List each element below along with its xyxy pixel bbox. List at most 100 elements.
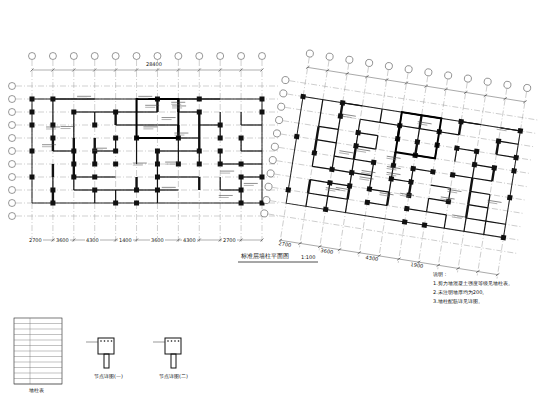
dimension-tick [261, 69, 264, 72]
axis-line [241, 60, 242, 244]
tag-line [42, 144, 56, 145]
wall-column [239, 136, 244, 141]
shear-wall [484, 221, 486, 234]
shear-wall [367, 202, 387, 205]
dimension-tick [198, 239, 201, 242]
dimension-text: 1900 [409, 262, 424, 269]
tag-line [386, 158, 396, 160]
wall-column [511, 168, 517, 174]
axis-bubble [326, 53, 334, 61]
shear-wall [241, 124, 262, 125]
tag-line [400, 195, 410, 197]
axis-bubble [238, 53, 245, 60]
dimension-tick [114, 239, 117, 242]
axis-line [16, 151, 278, 152]
wall-column [218, 136, 223, 141]
shear-wall [466, 205, 468, 218]
tag-line [379, 195, 389, 197]
shear-wall [453, 175, 473, 178]
axis-line [277, 161, 526, 200]
axis-bubble [277, 103, 285, 111]
tag-line [488, 200, 502, 202]
shear-wall [137, 124, 158, 125]
dimension-tick [135, 69, 138, 72]
shear-wall [178, 111, 199, 112]
shear-wall [496, 154, 516, 157]
wall-column [92, 162, 97, 167]
outer-wall [32, 99, 262, 203]
axis-bubble [503, 81, 511, 89]
shear-wall [413, 169, 433, 172]
tag-line [93, 150, 103, 151]
wall-column [402, 219, 408, 225]
wall-column [347, 183, 353, 189]
dimension-tick [444, 88, 447, 91]
axis-bubble [279, 89, 287, 97]
wall-column [507, 195, 513, 201]
shear-wall [334, 156, 354, 159]
shear-wall [178, 150, 199, 151]
shear-wall [199, 124, 220, 125]
axis-bubble [262, 196, 270, 204]
shear-wall [419, 129, 439, 132]
wall-column [218, 123, 223, 128]
axis-bubble [9, 83, 16, 90]
shear-wall [468, 191, 470, 204]
tag-line [145, 105, 159, 106]
tag-line [497, 127, 511, 129]
axis-bubble [9, 96, 16, 103]
shear-wall [457, 148, 477, 151]
axis-line [339, 67, 369, 254]
wall-column [367, 186, 373, 192]
wall-column [71, 162, 76, 167]
wall-column [430, 169, 436, 175]
tag-line [143, 126, 157, 127]
shear-wall [178, 98, 199, 99]
tag-line [356, 151, 366, 153]
shear-wall [53, 150, 74, 151]
wall-column [312, 150, 318, 156]
shear-wall [116, 124, 137, 125]
wall-column [197, 149, 202, 154]
dimension-tick [156, 69, 159, 72]
shear-wall [345, 199, 347, 212]
shear-wall [198, 125, 200, 138]
shear-wall [178, 137, 199, 138]
dimension-tick [456, 267, 459, 270]
tag-line [386, 174, 396, 176]
shear-wall [332, 169, 352, 172]
tag-line [162, 117, 176, 118]
axis-bubble [265, 183, 273, 191]
dimension-text: 3600 [55, 238, 70, 243]
tag-line [359, 179, 369, 181]
tag-line [448, 189, 462, 191]
tag-line [452, 215, 466, 217]
tag-line [77, 98, 87, 99]
wall-column [260, 175, 265, 180]
dimension-line [308, 67, 525, 101]
shear-wall [198, 177, 200, 190]
wall-column [155, 175, 160, 180]
axis-line [16, 86, 278, 87]
wall-column [155, 162, 160, 167]
dimension-tick [31, 69, 34, 72]
dimension-text: 4300 [85, 238, 100, 243]
tag-line [93, 148, 107, 149]
dimension-tick [219, 69, 222, 72]
wall-column [50, 136, 55, 141]
axis-line [477, 89, 507, 276]
axis-bubble [9, 187, 16, 194]
wall-column [113, 110, 118, 115]
shear-wall [356, 146, 376, 149]
shear-wall [486, 208, 488, 221]
wall-column [92, 149, 97, 154]
tag-line [497, 129, 507, 131]
wall-column [408, 179, 414, 185]
wall-column [71, 149, 76, 154]
dimension-tick [437, 264, 440, 267]
tag-line [133, 163, 147, 164]
dimension-tick [496, 273, 499, 276]
axis-bubble [9, 174, 16, 181]
wall-column [371, 160, 377, 166]
